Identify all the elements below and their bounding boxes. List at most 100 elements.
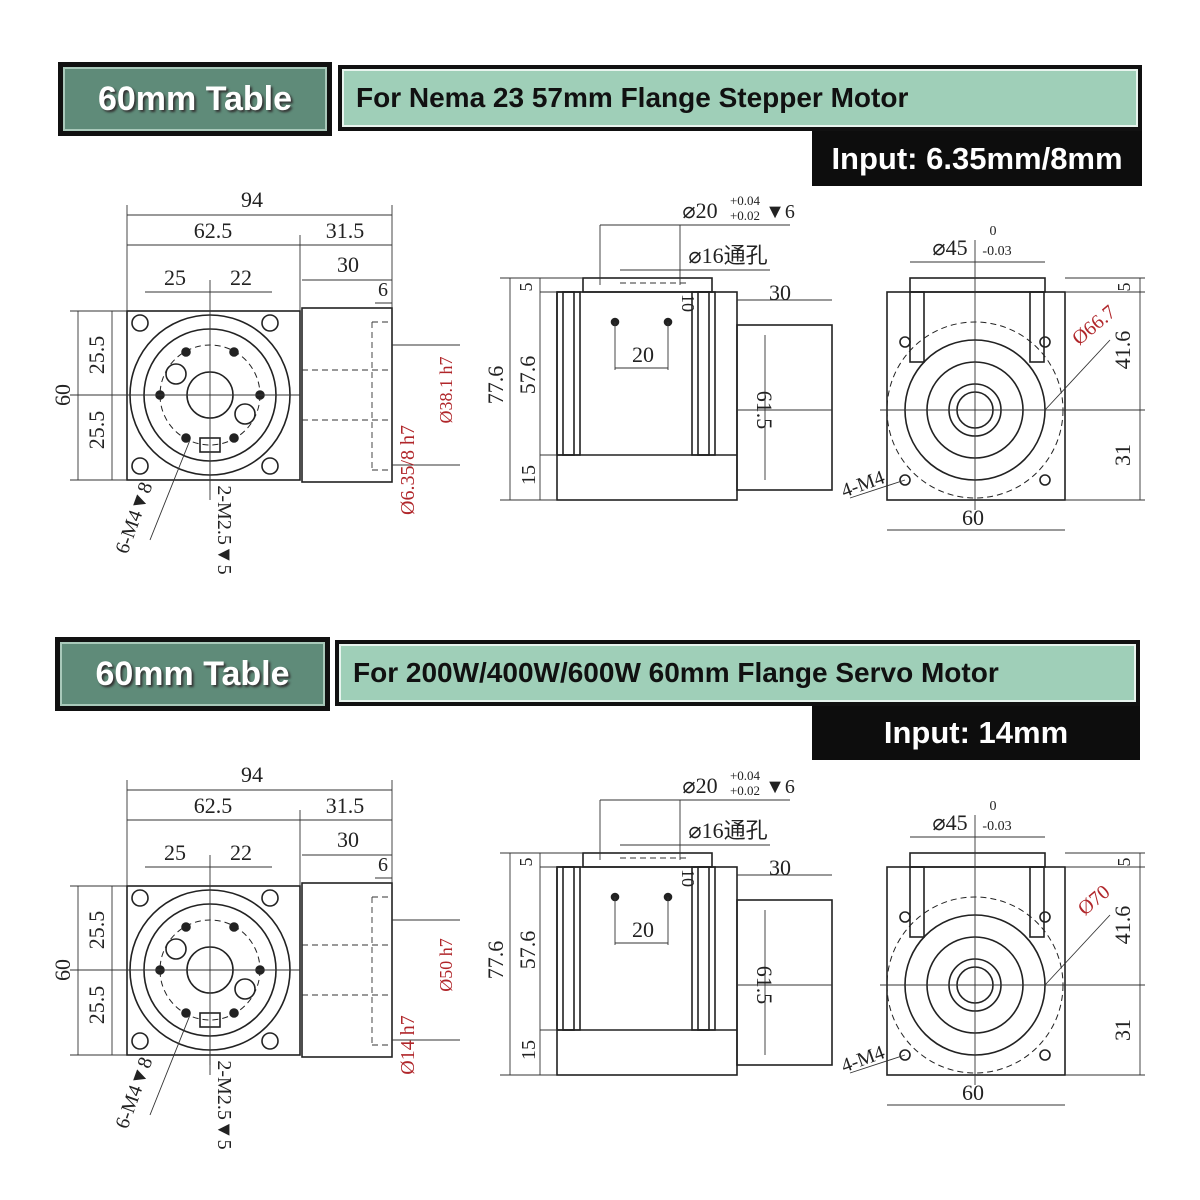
- mount-hole: [229, 347, 239, 357]
- tap-hole: [899, 474, 911, 486]
- top-boss: [909, 277, 1046, 293]
- side-slot: [556, 866, 581, 1031]
- dimension-label: +0.02: [730, 208, 760, 223]
- dimension-label: 31: [1110, 1019, 1135, 1041]
- dimension-label: 25: [164, 840, 186, 865]
- dimension-label: 25.5: [84, 911, 109, 950]
- dimension-label: 6-M4▼8: [111, 1054, 157, 1131]
- dimension-label: +0.04: [730, 193, 761, 208]
- dimension-label: 5: [516, 283, 536, 292]
- tap-hole: [1039, 1049, 1051, 1061]
- motor-adapter: [736, 324, 833, 491]
- dimension-label: 30: [337, 252, 359, 277]
- dimension-label: ⌀16通孔: [688, 818, 767, 843]
- dimension-label: ⌀20: [682, 773, 717, 798]
- red-dimension-label: Ø50 h7: [436, 938, 456, 992]
- corner-hole: [131, 457, 149, 475]
- side-slot: [691, 291, 716, 456]
- dimension-label: 94: [241, 762, 263, 787]
- gearbox-body: [301, 307, 393, 483]
- side-slot: [556, 291, 581, 456]
- dimension-label: 25.5: [84, 411, 109, 450]
- dimension-label: 62.5: [194, 793, 233, 818]
- motor-compatibility-title: For 200W/400W/600W 60mm Flange Servo Mot…: [335, 640, 1140, 706]
- input-shaft-label: Input: 6.35mm/8mm: [812, 131, 1142, 186]
- top-boss: [582, 277, 713, 293]
- side-slot-inner: [562, 291, 575, 456]
- table-size-badge: 60mm Table: [55, 637, 330, 711]
- mount-hole: [181, 1008, 191, 1018]
- side-slot-inner: [697, 291, 710, 456]
- dimension-label: 22: [230, 265, 252, 290]
- dimension-label: ▼6: [765, 201, 795, 223]
- dimension-label: 31.5: [326, 793, 365, 818]
- front-body: [886, 291, 1066, 501]
- side-slot-inner: [562, 866, 575, 1031]
- dimension-label: 94: [241, 187, 263, 212]
- side-slot-inner: [697, 866, 710, 1031]
- dimension-label: 15: [518, 1040, 540, 1060]
- leader-line: [1044, 339, 1111, 411]
- dimension-label: +0.02: [730, 783, 760, 798]
- top-boss: [582, 852, 713, 868]
- corner-hole: [131, 889, 149, 907]
- flange-plate: [126, 310, 301, 481]
- dimension-label: 61.5: [752, 966, 777, 1005]
- leader-line: [149, 1014, 191, 1116]
- dimension-label: -0.03: [982, 819, 1011, 834]
- input-shaft-label: Input: 14mm: [812, 706, 1140, 760]
- dimension-label: +0.04: [730, 768, 761, 783]
- dimension-label: 2-M2.5▼5: [213, 485, 235, 574]
- table-size-badge: 60mm Table: [58, 62, 332, 136]
- leader-line: [149, 439, 191, 541]
- dimension-label: 4-M4: [838, 466, 887, 502]
- dimension-label: 0: [990, 799, 997, 814]
- motor-adapter: [736, 899, 833, 1066]
- dimension-label: 25: [164, 265, 186, 290]
- side-slot: [691, 866, 716, 1031]
- pin-hole: [234, 978, 256, 1000]
- dimension-label: 22: [230, 840, 252, 865]
- red-dimension-label: Ø38.1 h7: [436, 357, 456, 424]
- corner-hole: [261, 1032, 279, 1050]
- dimension-label: 6: [378, 279, 388, 301]
- tap-hole: [899, 336, 911, 348]
- mount-hole: [229, 433, 239, 443]
- dimension-label: 10: [678, 294, 698, 312]
- dimension-label: 60: [962, 505, 984, 530]
- red-dimension-label: Ø70: [1074, 881, 1115, 920]
- dimension-label: ⌀16通孔: [688, 243, 767, 268]
- dimension-label: 31.5: [326, 218, 365, 243]
- side-body: [556, 291, 738, 501]
- pin-hole: [165, 938, 187, 960]
- mount-hole: [229, 1008, 239, 1018]
- dimension-label: 5: [1114, 283, 1134, 292]
- dimension-label: 77.6: [483, 941, 508, 980]
- dimension-label: 41.6: [1110, 906, 1135, 945]
- dimension-label: 4-M4: [838, 1041, 887, 1077]
- dimension-label: 0: [990, 224, 997, 239]
- pin-hole: [234, 403, 256, 425]
- dimension-label: 15: [518, 465, 540, 485]
- dimension-label: 30: [769, 855, 791, 880]
- tap-hole: [899, 911, 911, 923]
- dimension-label: 30: [769, 280, 791, 305]
- dimension-label: 25.5: [84, 336, 109, 375]
- front-slot: [1029, 866, 1045, 938]
- mount-hole: [181, 922, 191, 932]
- top-boss: [909, 852, 1046, 868]
- side-body: [556, 866, 738, 1076]
- dimension-label: 41.6: [1110, 331, 1135, 370]
- corner-hole: [261, 314, 279, 332]
- leader-line: [1044, 914, 1111, 986]
- dimension-label: 30: [337, 827, 359, 852]
- front-body: [886, 866, 1066, 1076]
- tap-hole: [899, 1049, 911, 1061]
- dimension-label: 10: [678, 869, 698, 887]
- motor-compatibility-title: For Nema 23 57mm Flange Stepper Motor: [338, 65, 1142, 131]
- mount-hole: [181, 347, 191, 357]
- dimension-label: -0.03: [982, 244, 1011, 259]
- flange-plate: [126, 885, 301, 1056]
- dimension-label: 77.6: [483, 366, 508, 405]
